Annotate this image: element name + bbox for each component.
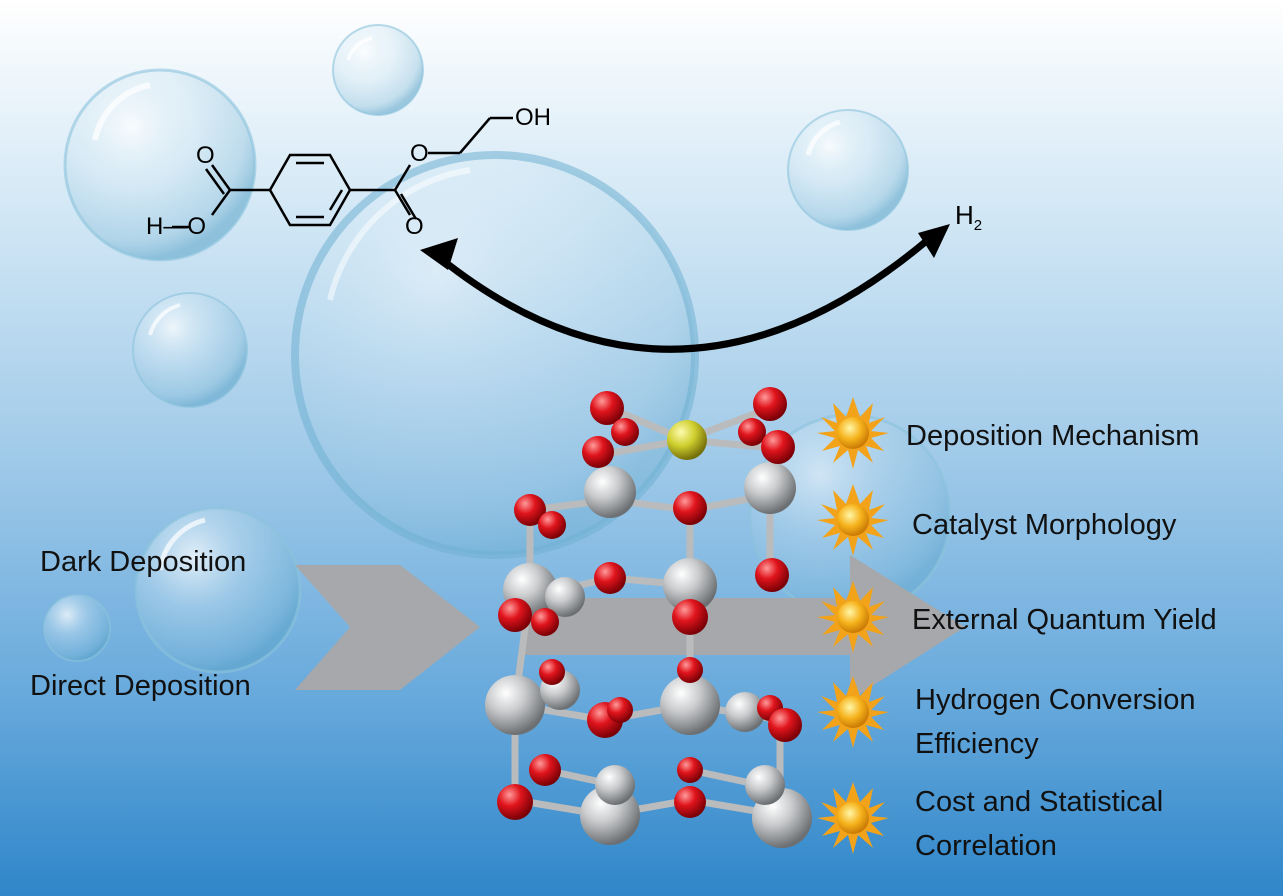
atom-o-ester: O bbox=[410, 140, 429, 167]
atom-ho: H—O bbox=[146, 213, 206, 240]
output-cost-correlation-line2: Correlation bbox=[915, 830, 1057, 862]
sun-icon bbox=[817, 676, 889, 748]
atom-o-top: O bbox=[196, 142, 215, 169]
atom-oh: OH bbox=[515, 104, 551, 131]
platinum-atom bbox=[667, 420, 707, 460]
input-direct-deposition: Direct Deposition bbox=[30, 670, 251, 702]
molecule-structure bbox=[172, 116, 513, 229]
output-catalyst-morphology: Catalyst Morphology bbox=[912, 509, 1177, 541]
product-subscript: 2 bbox=[973, 217, 983, 234]
sun-icon bbox=[817, 782, 889, 854]
curved-reaction-arrow bbox=[420, 224, 950, 353]
oxygen-atoms bbox=[497, 387, 802, 820]
titanium-atoms bbox=[485, 462, 812, 848]
bubble-icon bbox=[43, 594, 111, 662]
output-cost-correlation-line1: Cost and Statistical bbox=[915, 786, 1164, 818]
output-hydrogen-conversion-line1: Hydrogen Conversion bbox=[915, 684, 1196, 716]
bubble-icon bbox=[63, 68, 257, 262]
atom-o-bottom: O bbox=[405, 213, 424, 240]
product-h2: H2 bbox=[955, 200, 983, 234]
input-dark-deposition: Dark Deposition bbox=[40, 546, 247, 578]
output-deposition-mechanism: Deposition Mechanism bbox=[906, 420, 1200, 452]
bubble-icon bbox=[132, 292, 248, 408]
bubble-icon bbox=[332, 24, 424, 116]
product-symbol: H bbox=[955, 200, 974, 230]
sun-icon bbox=[817, 397, 889, 469]
sun-icon bbox=[817, 581, 889, 653]
flow-arrow-left bbox=[295, 565, 480, 690]
bubble-icon bbox=[787, 109, 909, 231]
sun-icon bbox=[817, 484, 889, 556]
output-hydrogen-conversion-line2: Efficiency bbox=[915, 728, 1039, 760]
output-external-quantum-yield: External Quantum Yield bbox=[912, 604, 1217, 636]
bubble-icon bbox=[134, 506, 302, 674]
